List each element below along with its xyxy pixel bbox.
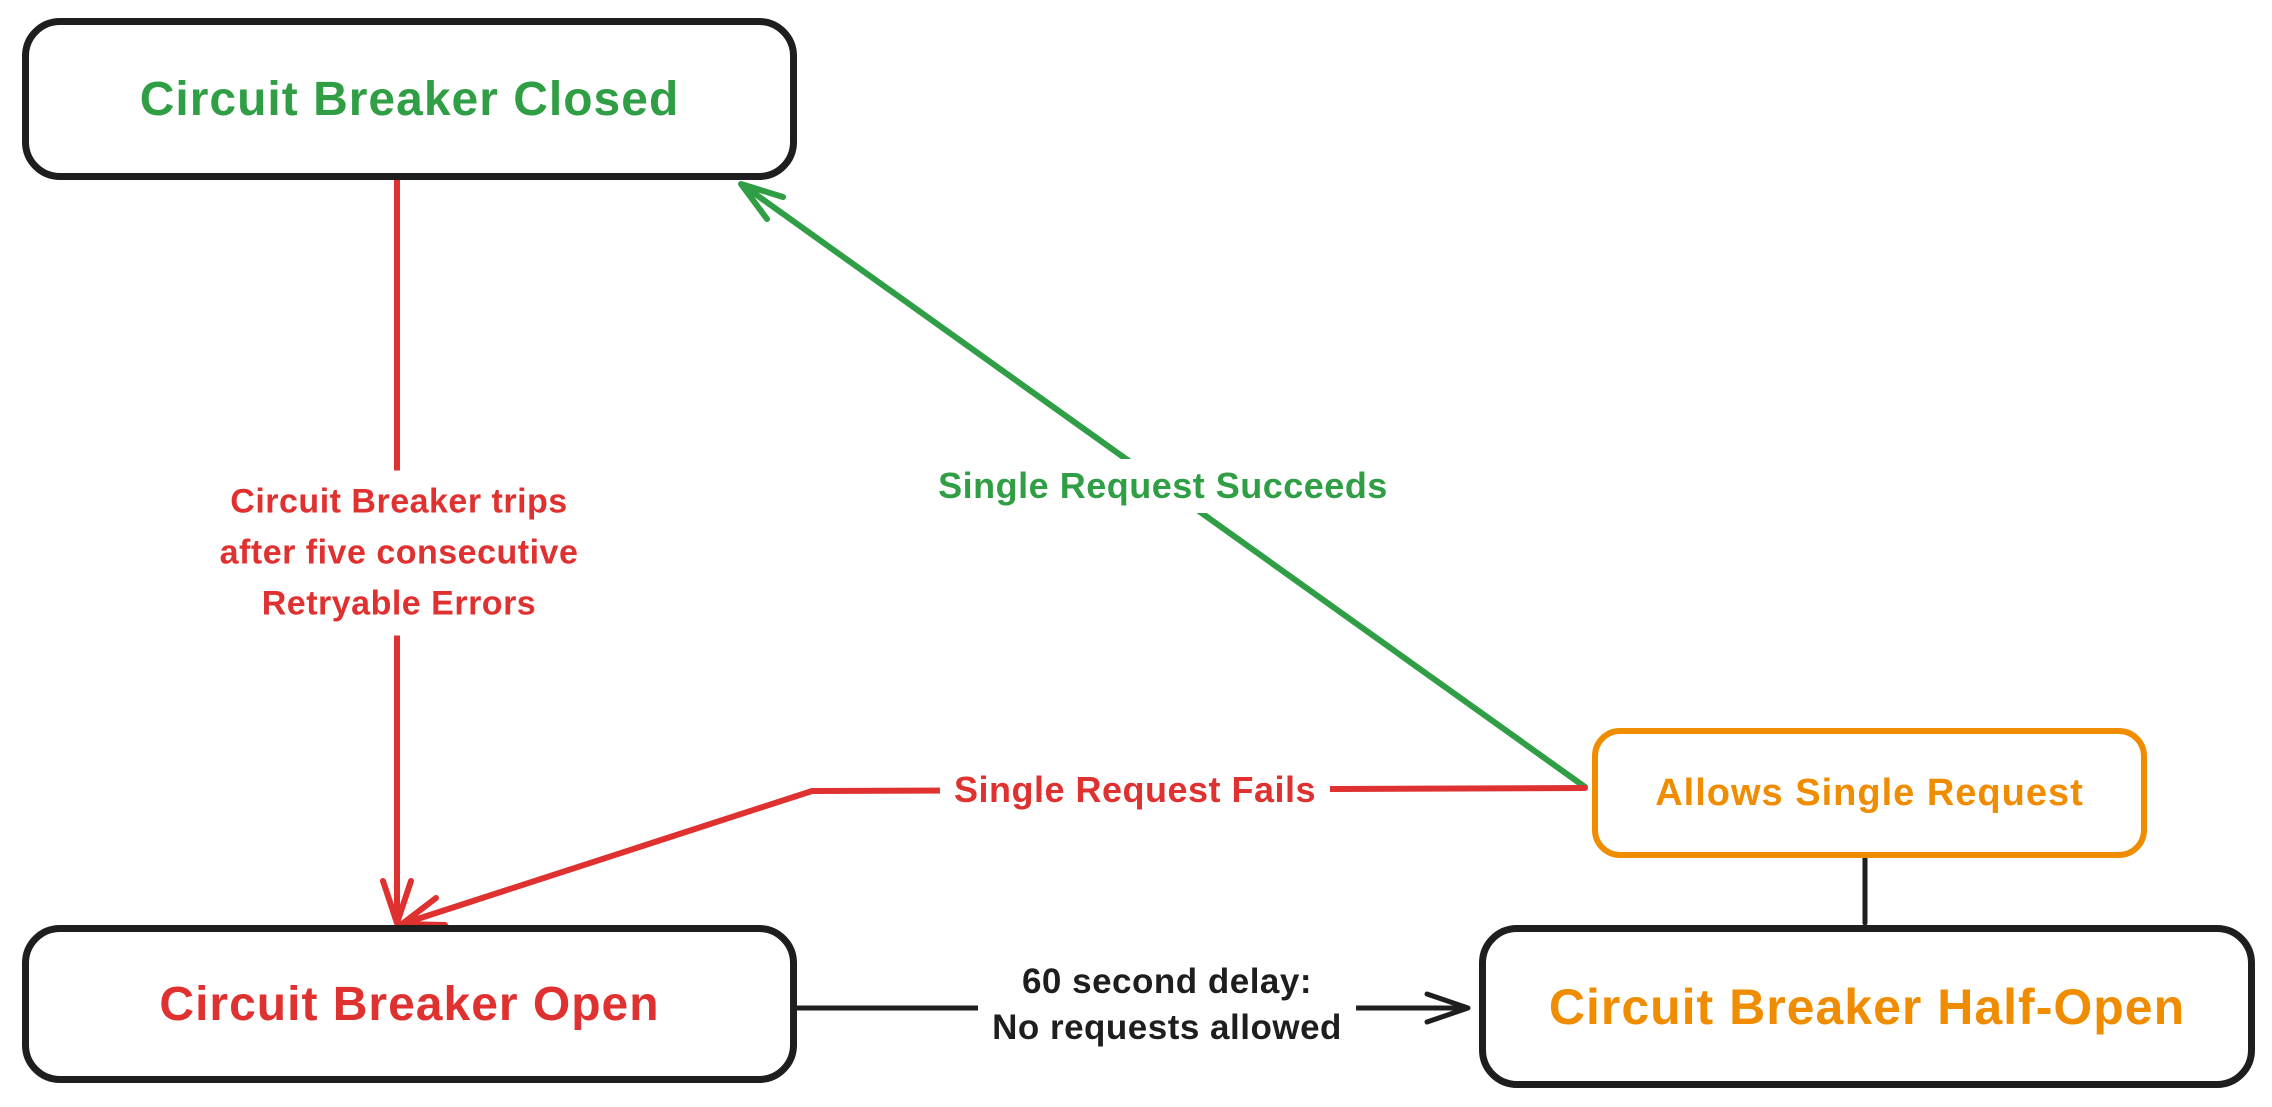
edge-label-trips-line2: after five consecutive bbox=[219, 533, 579, 572]
edge-delay-arrowhead bbox=[1424, 991, 1471, 1025]
edge-label-delay: 60 second delay: No requests allowed bbox=[978, 953, 1356, 1057]
edge-label-trips-line3: Retryable Errors bbox=[261, 584, 537, 623]
edge-label-fails: Single Request Fails bbox=[939, 763, 1331, 817]
node-circuit-breaker-half-open[interactable]: Circuit Breaker Half-Open bbox=[1479, 925, 2255, 1088]
node-circuit-breaker-open-label: Circuit Breaker Open bbox=[159, 977, 660, 1031]
node-allows-single-request-label: Allows Single Request bbox=[1655, 771, 2084, 814]
node-allows-single-request[interactable]: Allows Single Request bbox=[1592, 728, 2147, 858]
node-circuit-breaker-half-open-label: Circuit Breaker Half-Open bbox=[1548, 978, 2186, 1035]
edge-fails-arrowhead bbox=[399, 895, 448, 928]
edge-succeeds-arrowhead bbox=[738, 181, 786, 222]
edge-label-delay-line1: 60 second delay: bbox=[1021, 962, 1313, 1001]
edge-label-succeeds: Single Request Succeeds bbox=[924, 459, 1402, 513]
edge-trips-arrowhead bbox=[380, 878, 414, 926]
edge-label-trips-line1: Circuit Breaker trips bbox=[230, 482, 568, 521]
edge-label-fails-text: Single Request Fails bbox=[953, 769, 1317, 810]
edge-label-delay-line2: No requests allowed bbox=[992, 1008, 1342, 1047]
node-circuit-breaker-open[interactable]: Circuit Breaker Open bbox=[22, 925, 797, 1083]
node-circuit-breaker-closed[interactable]: Circuit Breaker Closed bbox=[22, 18, 797, 180]
edge-label-trips: Circuit Breaker trips after five consecu… bbox=[205, 470, 593, 636]
edge-label-succeeds-text: Single Request Succeeds bbox=[938, 465, 1388, 506]
node-circuit-breaker-closed-label: Circuit Breaker Closed bbox=[139, 72, 680, 126]
